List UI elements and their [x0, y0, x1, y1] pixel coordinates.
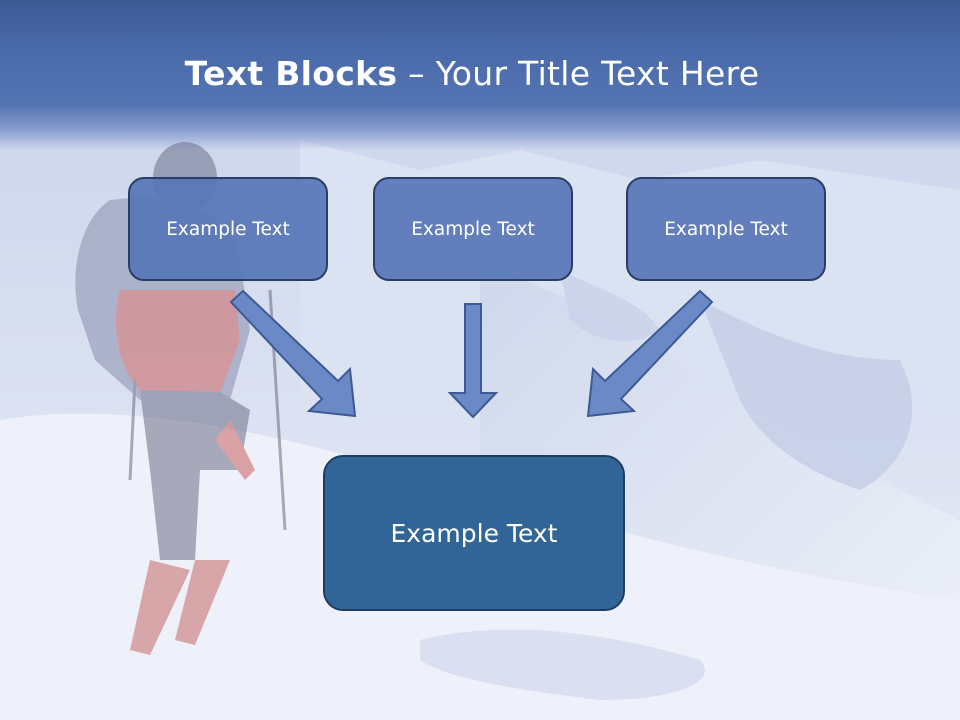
title-band	[0, 0, 960, 150]
text-block-top-center-label: Example Text	[411, 218, 535, 240]
text-block-bottom-label: Example Text	[390, 518, 558, 548]
text-block-top-right-label: Example Text	[664, 218, 788, 240]
text-block-top-center[interactable]: Example Text	[373, 177, 573, 281]
arrow-right-icon	[586, 289, 714, 418]
text-block-top-right[interactable]: Example Text	[626, 177, 826, 281]
slide-title-bold: Text Blocks	[184, 54, 398, 93]
arrow-left-icon	[229, 289, 357, 418]
arrow-down-icon	[447, 303, 499, 419]
slide-title-rest: Your Title Text Here	[435, 54, 760, 93]
text-block-bottom[interactable]: Example Text	[323, 455, 625, 611]
text-block-top-left[interactable]: Example Text	[128, 177, 328, 281]
slide-title: Text Blocks – Your Title Text Here	[0, 54, 944, 93]
slide-title-separator: –	[397, 54, 436, 93]
text-block-top-left-label: Example Text	[166, 218, 290, 240]
